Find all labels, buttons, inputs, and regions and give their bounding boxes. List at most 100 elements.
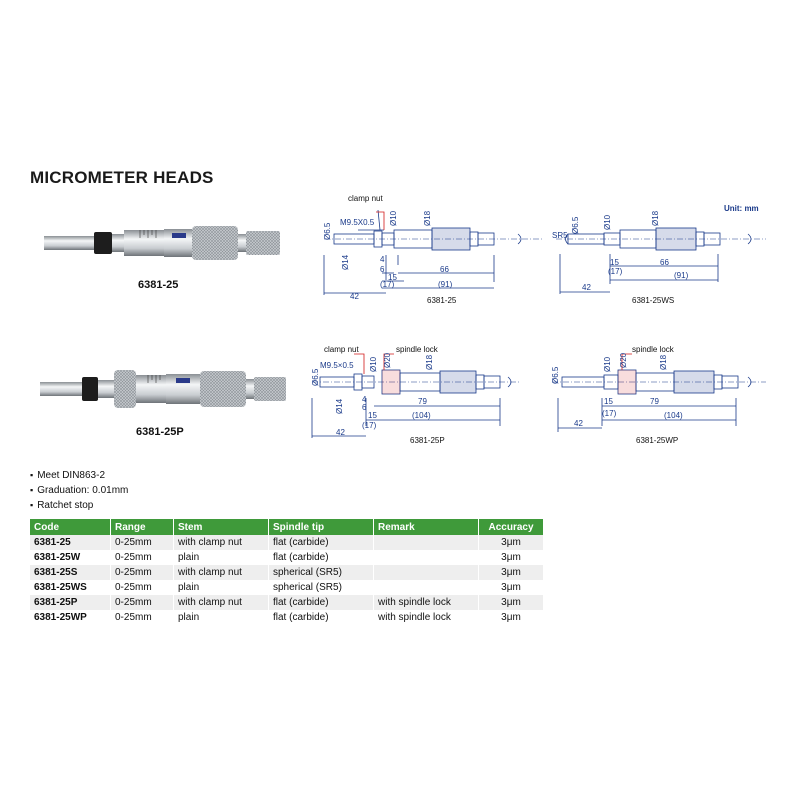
svg-text:79: 79 <box>418 397 427 406</box>
cell-code: 6381-25WS <box>30 580 111 595</box>
cell-remark <box>373 535 479 550</box>
svg-text:Ø10: Ø10 <box>389 210 398 226</box>
svg-text:(17): (17) <box>380 280 395 289</box>
svg-text:Ø10: Ø10 <box>603 356 612 372</box>
feature-list: Meet DIN863-2 Graduation: 0.01mm Ratchet… <box>30 468 128 513</box>
cell-accuracy: 3μm <box>478 565 544 580</box>
svg-text:(91): (91) <box>674 271 689 280</box>
cell-stem: plain <box>173 610 269 625</box>
svg-text:6: 6 <box>380 265 385 274</box>
svg-text:4: 4 <box>380 255 385 264</box>
cell-range: 0-25mm <box>110 580 174 595</box>
cell-spindle-tip: flat (carbide) <box>268 535 374 550</box>
col-code: Code <box>30 519 111 535</box>
label-clamp-nut: clamp nut <box>348 194 383 203</box>
svg-text:Ø10: Ø10 <box>369 356 378 372</box>
svg-text:15: 15 <box>388 273 397 282</box>
svg-text:42: 42 <box>350 292 359 301</box>
photo-label-6381-25P: 6381-25P <box>136 426 184 438</box>
svg-text:(17): (17) <box>602 409 617 418</box>
svg-text:Ø20: Ø20 <box>619 352 628 368</box>
cell-spindle-tip: flat (carbide) <box>268 595 374 610</box>
cell-accuracy: 3μm <box>478 595 544 610</box>
table-row: 6381-25P 0-25mm with clamp nut flat (car… <box>30 595 544 610</box>
table-row: 6381-25WP 0-25mm plain flat (carbide) wi… <box>30 610 544 625</box>
svg-text:Ø6.5: Ø6.5 <box>551 366 560 384</box>
cell-accuracy: 3μm <box>478 535 544 550</box>
svg-text:15: 15 <box>604 397 613 406</box>
svg-text:Ø14: Ø14 <box>341 254 350 270</box>
cell-stem: plain <box>173 550 269 565</box>
cell-spindle-tip: flat (carbide) <box>268 550 374 565</box>
svg-text:Ø18: Ø18 <box>659 354 668 370</box>
svg-text:M9.5×0.5: M9.5×0.5 <box>320 361 354 370</box>
col-range: Range <box>110 519 174 535</box>
col-spindle-tip: Spindle tip <box>268 519 374 535</box>
cell-remark: with spindle lock <box>373 595 479 610</box>
svg-text:spindle lock: spindle lock <box>396 345 439 354</box>
cell-remark <box>373 550 479 565</box>
svg-text:42: 42 <box>582 283 591 292</box>
col-stem: Stem <box>173 519 269 535</box>
col-accuracy: Accuracy <box>478 519 544 535</box>
drawing-6381-25P: clamp nut spindle lock M9.5×0.5 Ø6.5 Ø10… <box>306 342 526 442</box>
table-row: 6381-25W 0-25mm plain flat (carbide) 3μm <box>30 550 544 565</box>
cell-range: 0-25mm <box>110 610 174 625</box>
cell-remark <box>373 580 479 595</box>
micrometer-photo-6381-25P <box>40 362 290 418</box>
drawing-caption-6381-25P: 6381-25P <box>410 436 445 445</box>
cell-remark <box>373 565 479 580</box>
svg-text:66: 66 <box>440 265 449 274</box>
unit-label: Unit: mm <box>724 204 759 213</box>
page-title: MICROMETER HEADS <box>30 168 214 187</box>
svg-text:Ø14: Ø14 <box>335 398 344 414</box>
svg-text:(17): (17) <box>362 421 377 430</box>
cell-spindle-tip: spherical (SR5) <box>268 565 374 580</box>
svg-text:Ø10: Ø10 <box>603 214 612 230</box>
svg-text:4: 4 <box>362 395 367 404</box>
cell-code: 6381-25S <box>30 565 111 580</box>
svg-text:(104): (104) <box>664 411 683 420</box>
cell-stem: plain <box>173 580 269 595</box>
drawing-caption-6381-25WS: 6381-25WS <box>632 296 675 305</box>
svg-text:Ø6.5: Ø6.5 <box>323 222 332 240</box>
svg-text:Ø18: Ø18 <box>651 210 660 226</box>
svg-text:clamp nut: clamp nut <box>324 345 359 354</box>
cell-accuracy: 3μm <box>478 550 544 565</box>
svg-text:SR5: SR5 <box>552 231 568 240</box>
micrometer-photo-6381-25 <box>44 220 284 266</box>
cell-remark: with spindle lock <box>373 610 479 625</box>
svg-text:Ø6.5: Ø6.5 <box>571 216 580 234</box>
svg-text:(17): (17) <box>608 267 623 276</box>
svg-text:Ø6.5: Ø6.5 <box>311 368 320 386</box>
drawing-6381-25WP: spindle lock Ø6.5 Ø10 Ø20 Ø18 15 (17) 79… <box>548 342 774 438</box>
feature-item: Graduation: 0.01mm <box>30 483 128 498</box>
cell-code: 6381-25 <box>30 535 111 550</box>
drawing-caption-6381-25WP: 6381-25WP <box>636 436 679 445</box>
cell-code: 6381-25P <box>30 595 111 610</box>
cell-code: 6381-25W <box>30 550 111 565</box>
cell-accuracy: 3μm <box>478 610 544 625</box>
svg-text:42: 42 <box>574 419 583 428</box>
drawing-6381-25: clamp nut M9.5X0.5 Ø6.5 Ø10 Ø18 Ø14 4 6 … <box>318 190 548 301</box>
svg-text:66: 66 <box>660 258 669 267</box>
spec-table: Code Range Stem Spindle tip Remark Accur… <box>30 519 544 625</box>
table-row: 6381-25WS 0-25mm plain spherical (SR5) 3… <box>30 580 544 595</box>
cell-range: 0-25mm <box>110 565 174 580</box>
svg-text:(91): (91) <box>438 280 453 289</box>
cell-range: 0-25mm <box>110 595 174 610</box>
table-header-row: Code Range Stem Spindle tip Remark Accur… <box>30 519 544 535</box>
svg-text:Ø20: Ø20 <box>383 352 392 368</box>
svg-text:15: 15 <box>610 258 619 267</box>
cell-range: 0-25mm <box>110 550 174 565</box>
svg-text:15: 15 <box>368 411 377 420</box>
svg-text:42: 42 <box>336 428 345 437</box>
svg-text:79: 79 <box>650 397 659 406</box>
svg-text:spindle lock: spindle lock <box>632 345 675 354</box>
cell-stem: with clamp nut <box>173 565 269 580</box>
cell-stem: with clamp nut <box>173 535 269 550</box>
svg-text:Ø18: Ø18 <box>425 354 434 370</box>
table-row: 6381-25 0-25mm with clamp nut flat (carb… <box>30 535 544 550</box>
drawing-6381-25WS: SR5 Ø6.5 Ø10 Ø18 15 (17) 66 (91) 42 <box>552 204 772 300</box>
feature-item: Ratchet stop <box>30 498 128 513</box>
